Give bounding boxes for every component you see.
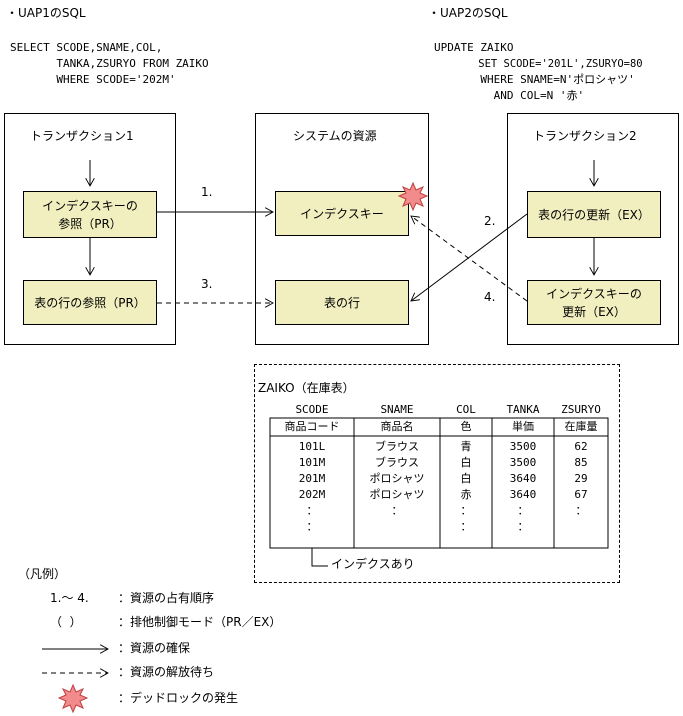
- t2-index-key-update-line1: インデクスキーの: [546, 286, 642, 301]
- table-cell-scode: ：: [306, 504, 318, 517]
- table-cell-col: 青: [460, 440, 472, 453]
- table-cell-scode: 101L: [298, 440, 326, 453]
- uap2-title: ・UAP2のSQL: [428, 6, 508, 20]
- legend-order-symbol: 1.～ 4.: [50, 591, 89, 605]
- t2-table-row-update-box: 表の行の更新（EX）: [527, 191, 661, 238]
- header-scode: 商品コード: [284, 420, 340, 433]
- table-cell-zsuryo: 67: [574, 488, 588, 501]
- table-cell-scode: 201M: [298, 472, 326, 485]
- header-sname: 商品名: [380, 420, 414, 433]
- uap1-sql-line3: WHERE SCODE='202M': [10, 73, 176, 86]
- col-name-sname: SNAME: [380, 403, 414, 416]
- table-cell-tanka: ：: [517, 504, 529, 517]
- table-cell-col: 赤: [460, 488, 472, 501]
- col-name-zsuryo: ZSURYO: [561, 403, 601, 416]
- table-cell-tanka: ：: [517, 520, 529, 533]
- step-3-label: 3.: [201, 277, 213, 291]
- table-cell-sname: ：: [391, 504, 403, 517]
- table-cell-zsuryo: ：: [575, 504, 587, 517]
- legend-title: （凡例）: [18, 567, 67, 581]
- legend-deadlock-desc: ：デッドロックの発生: [118, 691, 239, 705]
- header-col: 色: [460, 420, 472, 433]
- table-cell-sname: ブラウス: [375, 440, 419, 453]
- table-row-resource-box: 表の行: [275, 280, 409, 325]
- t2-index-key-update-box: インデクスキーの 更新（EX）: [527, 280, 661, 325]
- table-cell-col: ：: [460, 520, 472, 533]
- table-cell-sname: ポロシャツ: [369, 488, 425, 501]
- table-cell-tanka: 3640: [509, 472, 537, 485]
- table-cell-zsuryo: 29: [574, 472, 588, 485]
- uap2-sql-line3: WHERE SNAME=N'ポロシャツ': [434, 73, 635, 86]
- t1-table-row-ref-label: 表の行の参照（PR）: [34, 295, 146, 310]
- table-cell-sname: ポロシャツ: [369, 472, 425, 485]
- index-key-resource-box: インデクスキー: [275, 191, 409, 236]
- uap2-sql-line2: SET SCODE='201L',ZSURYO=80: [434, 58, 643, 70]
- legend-order-desc: ：資源の占有順序: [118, 591, 215, 605]
- col-name-tanka: TANKA: [506, 403, 540, 416]
- table-cell-sname: ブラウス: [375, 456, 419, 469]
- step-4-label: 4.: [484, 290, 496, 304]
- step-1-label: 1.: [201, 185, 213, 199]
- step-2-label: 2.: [484, 214, 496, 228]
- step-4-wait-arrow: [411, 216, 528, 302]
- t1-index-key-ref-line1: インデクスキーの: [42, 198, 138, 213]
- t2-index-key-update-line2: 更新（EX）: [562, 304, 626, 319]
- table-cell-scode: 101M: [298, 456, 326, 469]
- legend-paren-desc: ：排他制御モード（PR／EX）: [118, 615, 282, 629]
- table-cell-zsuryo: 62: [574, 440, 588, 453]
- uap2-sql-line4: AND COL=N '赤': [434, 89, 585, 102]
- table-cell-col: 白: [460, 472, 472, 485]
- zaiko-table-grid: [269, 417, 609, 549]
- zaiko-table-panel: [254, 364, 620, 583]
- t1-index-key-ref-box: インデクスキーの 参照（PR）: [23, 191, 157, 238]
- t1-index-key-ref-line2: 参照（PR）: [58, 216, 122, 231]
- table-cell-tanka: 3500: [509, 456, 537, 469]
- step-2-acquire-arrow: [411, 213, 528, 301]
- table-row-resource-label: 表の行: [323, 295, 360, 310]
- table-cell-scode: 202M: [298, 488, 326, 501]
- header-zsuryo: 在庫量: [564, 420, 598, 433]
- uap2-sql-line1: UPDATE ZAIKO: [434, 41, 514, 54]
- t1-table-row-ref-box: 表の行の参照（PR）: [23, 280, 157, 325]
- header-tanka: 単価: [512, 420, 534, 433]
- legend-deadlock-burst-icon: [57, 683, 89, 714]
- uap1-sql-line1: SELECT SCODE,SNAME,COL,: [10, 41, 163, 54]
- index-note-label: インデクスあり: [331, 557, 415, 571]
- table-cell-zsuryo: 85: [574, 456, 588, 469]
- system-resources-title: システムの資源: [293, 129, 377, 143]
- zaiko-table-title: ZAIKO（在庫表）: [258, 381, 355, 395]
- legend-paren-symbol: （ ）: [50, 615, 82, 629]
- table-cell-scode: ：: [306, 520, 318, 533]
- legend-acquire-desc: ：資源の確保: [118, 641, 191, 655]
- index-key-resource-label: インデクスキー: [300, 206, 384, 221]
- table-cell-col: ：: [460, 504, 472, 517]
- legend-wait-desc: ：資源の解放待ち: [118, 665, 215, 679]
- t2-table-row-update-label: 表の行の更新（EX）: [538, 207, 650, 222]
- index-note-leader: [311, 548, 328, 567]
- uap1-title: ・UAP1のSQL: [6, 6, 86, 20]
- deadlock-burst-icon: [397, 181, 429, 212]
- transaction2-title: トランザクション2: [533, 129, 637, 143]
- transaction1-title: トランザクション1: [30, 129, 134, 143]
- table-cell-tanka: 3640: [509, 488, 537, 501]
- table-cell-tanka: 3500: [509, 440, 537, 453]
- col-name-scode: SCODE: [295, 403, 329, 416]
- table-cell-col: 白: [460, 456, 472, 469]
- col-name-col: COL: [456, 403, 476, 416]
- uap1-sql-line2: TANKA,ZSURYO FROM ZAIKO: [10, 57, 209, 70]
